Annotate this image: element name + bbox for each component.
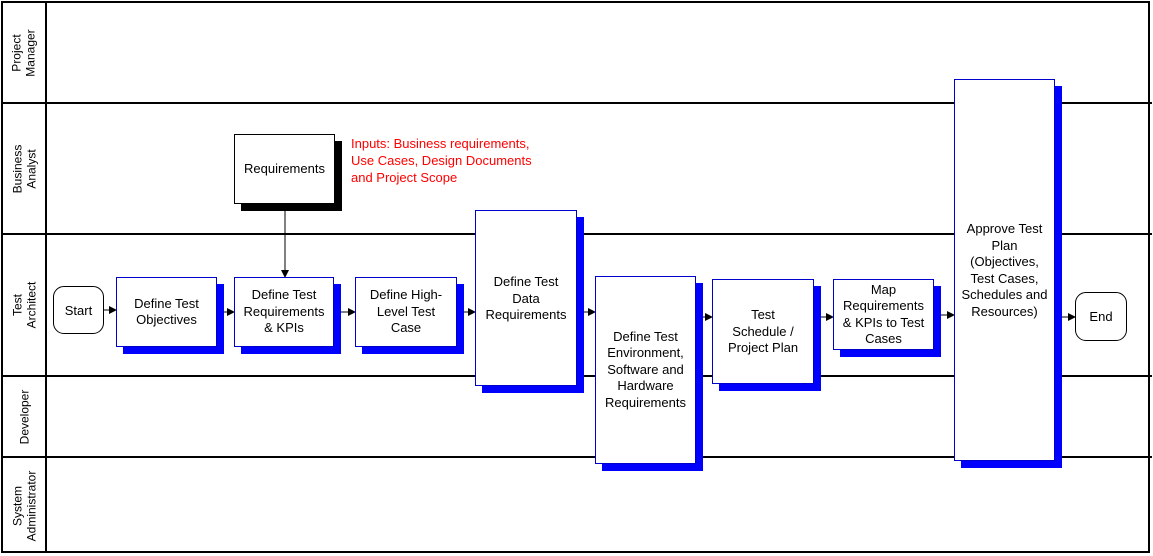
lane-divider	[1, 456, 1152, 458]
inputs-note: Inputs: Business requirements, Use Cases…	[351, 136, 532, 185]
test-schedule-box: Test Schedule / Project Plan	[712, 279, 814, 384]
define-test-data-requirements-box: Define Test Data Requirements	[475, 210, 577, 386]
define-test-environment-box: Define Test Environment, Software and Ha…	[595, 276, 696, 464]
define-test-objectives-box: Define Test Objectives	[116, 277, 217, 347]
lane-divider	[1, 102, 1152, 104]
approve-test-plan-box: Approve Test Plan (Objectives, Test Case…	[954, 79, 1055, 461]
map-requirements-box: Map Requirements & KPIs to Test Cases	[833, 279, 934, 350]
define-test-requirements-box: Define Test Requirements & KPIs	[234, 277, 334, 347]
requirements-box: Requirements	[234, 134, 335, 204]
end-terminator: End	[1075, 292, 1127, 341]
define-high-level-test-case-box: Define High- Level Test Case	[355, 277, 457, 347]
lane-header-column	[1, 1, 47, 553]
start-terminator: Start	[53, 286, 104, 334]
